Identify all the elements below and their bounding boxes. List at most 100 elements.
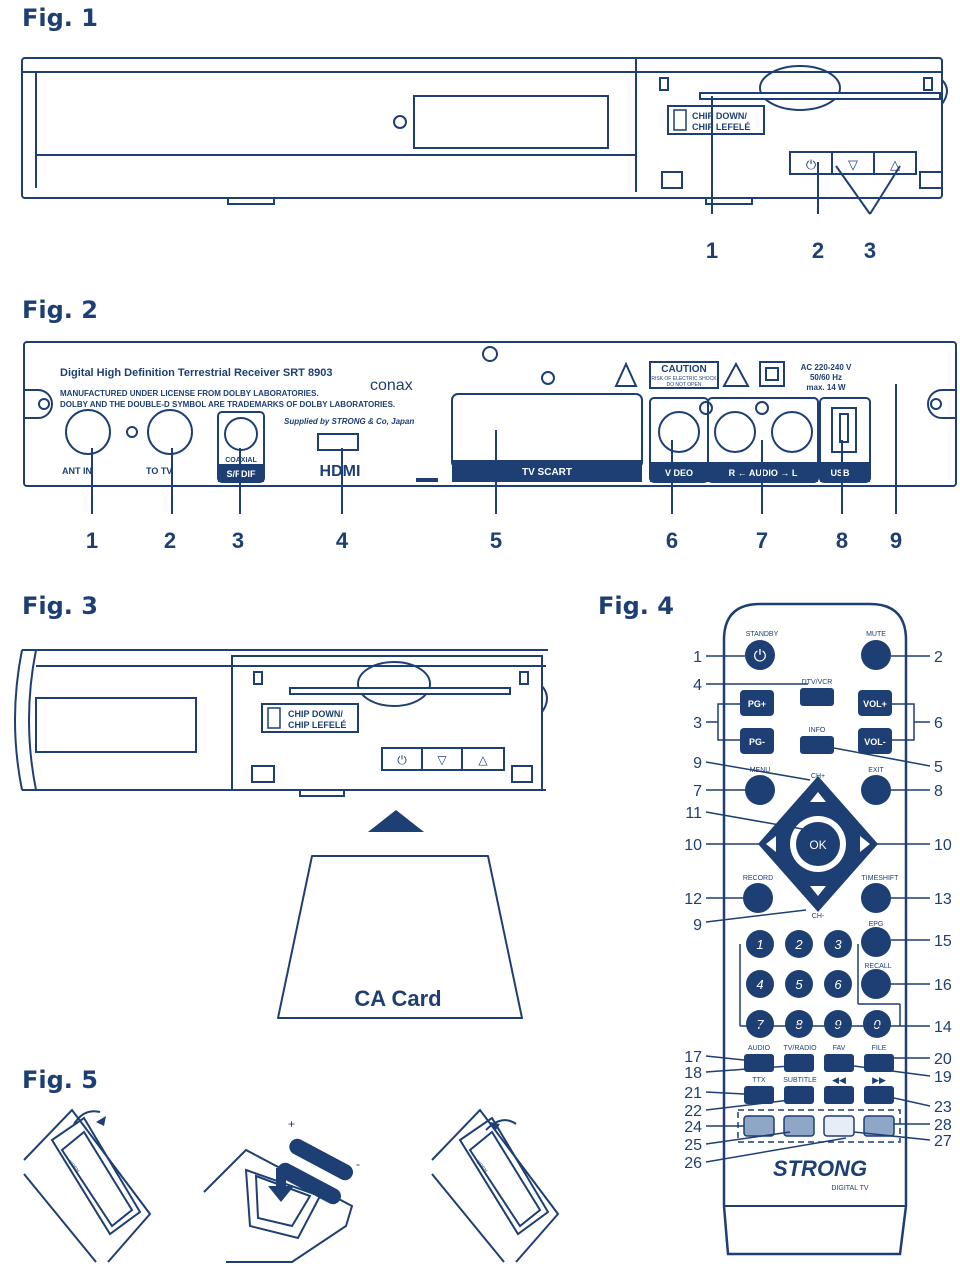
insert-down-arrow-icon [268,1168,294,1202]
front-panel-diagram: CHIP DOWN/ CHIP LEFELÉ ⏻ ▽ △ 1 2 3 [21,57,948,263]
digit-2-label: 2 [794,937,803,952]
digit-6-button[interactable] [824,970,852,998]
timeshift-button[interactable] [861,883,891,913]
remote-callout-right: 5 [934,759,943,776]
rewind-button[interactable] [824,1086,854,1104]
power-rating-2: 50/60 Hz [810,373,842,382]
fig1-callout-2: 2 [812,238,824,263]
remote-callout-left: 26 [684,1155,702,1172]
remote-callout-right: 2 [934,649,943,666]
exit-button[interactable] [861,775,891,805]
remote-callout-right: 14 [934,1019,952,1036]
file-label: FILE [872,1045,887,1052]
ttx-button[interactable] [744,1086,774,1104]
remote-control-diagram: ⏻ PG+ PG- VOL+ VOL- STANDBY MUTE DTV/VCR… [684,602,952,1256]
digit-4-button[interactable] [746,970,774,998]
pg-minus-button[interactable] [740,728,774,754]
fig2-callout-5: 5 [490,528,502,553]
fig2-callout-4: 4 [336,528,349,553]
remote-callout-left: 9 [693,755,702,772]
power-rating-1: AC 220-240 V [801,363,852,372]
tv-scart-label: TV SCART [522,467,572,478]
card-insertion-diagram: CHIP DOWN/ CHIP LEFELÉ ⏻ ▽ △ CA Card [14,649,548,1019]
recall-label: RECALL [864,963,891,970]
caution-label: CAUTION [661,364,707,375]
standby-button[interactable] [745,640,775,670]
fig2-callout-7: 7 [756,528,768,553]
record-button[interactable] [743,883,773,913]
remote-callout-left: 25 [684,1137,702,1154]
back-title: Digital High Definition Terrestrial Rece… [60,367,332,379]
blue-button[interactable] [863,1115,895,1137]
digit-9-button[interactable] [824,1010,852,1038]
back-panel-diagram: Digital High Definition Terrestrial Rece… [23,341,957,553]
green-button[interactable] [783,1115,815,1137]
ca-card-label: CA Card [354,986,441,1011]
navigation-pad[interactable] [758,776,878,912]
vol-plus-button[interactable] [858,690,892,716]
dtv-vcr-button[interactable] [800,688,834,706]
vol-minus-label: VOL- [864,737,886,747]
remote-callout-left: 7 [693,783,702,800]
remote-callout-right: 16 [934,977,952,994]
red-button[interactable] [743,1115,775,1137]
fig2-callout-8: 8 [836,528,848,553]
fig1-callout-3: 3 [864,238,876,263]
subtitle-button[interactable] [784,1086,814,1104]
digit-1-label: 1 [756,937,763,952]
digit-8-button[interactable] [785,1010,813,1038]
digit-0-button[interactable] [863,1010,891,1038]
fav-label: FAV [833,1045,846,1052]
fast-forward-icon: ▶▶ [872,1075,886,1085]
ok-label: OK [809,838,826,852]
back-license-1: MANUFACTURED UNDER LICENSE FROM DOLBY LA… [60,389,319,398]
battery-icon-1 [289,1138,353,1181]
right-arrow-icon [860,836,870,852]
menu-button[interactable] [745,775,775,805]
pg-plus-button[interactable] [740,690,774,716]
ch-down-icon [810,886,826,896]
fig1-title: Fig. 1 [22,4,98,32]
conax-logo: conax [370,377,413,394]
fig3-power-icon: ⏻ [397,753,407,767]
fig2-callout-6: 6 [666,528,678,553]
digit-5-label: 5 [795,977,803,992]
fig2-callouts: 1 2 3 4 5 6 7 8 9 [86,528,902,553]
digit-7-label: 7 [756,1017,764,1032]
tv-radio-button[interactable] [784,1054,814,1072]
recall-button[interactable] [861,969,891,999]
vol-minus-button[interactable] [858,728,892,754]
digit-7-button[interactable] [746,1010,774,1038]
fast-forward-button[interactable] [864,1086,894,1104]
fig2-title: Fig. 2 [22,296,98,324]
epg-button[interactable] [861,927,891,957]
remote-callout-right: 13 [934,891,952,908]
digit-4-label: 4 [756,977,763,992]
digit-3-label: 3 [834,937,842,952]
digit-1-button[interactable] [746,930,774,958]
mute-button[interactable] [861,640,891,670]
battery-plus-icon: + [288,1117,295,1131]
fig3-down-icon: ▽ [437,753,447,767]
fig4-title: Fig. 4 [598,592,674,620]
ttx-label: TTX [752,1077,766,1084]
fav-button[interactable] [824,1054,854,1072]
ok-button[interactable] [796,822,840,866]
timeshift-label: TIMESHIFT [862,875,900,882]
digit-5-button[interactable] [785,970,813,998]
video-label: VIDEO [665,468,693,478]
remote-callout-right: 27 [934,1133,952,1150]
digit-3-button[interactable] [824,930,852,958]
digit-2-button[interactable] [785,930,813,958]
yellow-button[interactable] [823,1115,855,1137]
fig3-title: Fig. 3 [22,592,98,620]
remote-brand-sub: DIGITAL TV [831,1185,869,1192]
remote-callout-right: 19 [934,1069,952,1086]
remote-callout-right: 20 [934,1051,952,1068]
info-button[interactable] [800,736,834,754]
file-button[interactable] [864,1054,894,1072]
tv-radio-label: TV/RADIO [783,1045,817,1052]
ant-in-label: ANT IN [62,466,92,476]
